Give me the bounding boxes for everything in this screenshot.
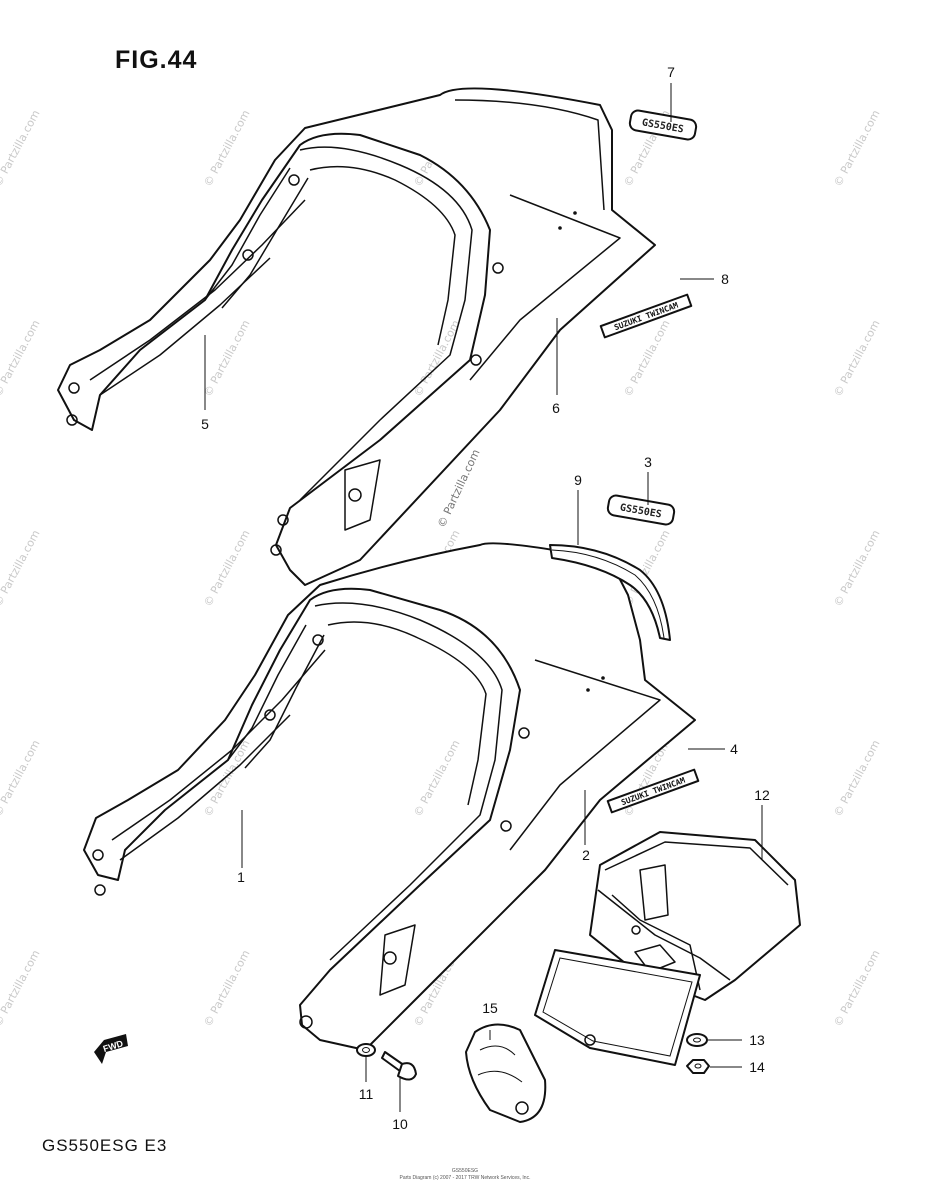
callout-7[interactable]: 7	[667, 64, 675, 80]
lower-tail-cowl	[83, 542, 696, 1051]
callout-9[interactable]: 9	[574, 472, 582, 488]
watermark-1-0: © Partzilla.com	[0, 318, 43, 399]
watermark-3-2: © Partzilla.com	[411, 738, 462, 819]
model-code: GS550ESG E3	[42, 1136, 168, 1155]
fwd-direction-marker: FWD	[94, 1034, 128, 1064]
callout-8[interactable]: 8	[721, 271, 729, 287]
callout-4[interactable]: 4	[730, 741, 738, 757]
svg-text:SUZUKI TWINCAM: SUZUKI TWINCAM	[620, 776, 687, 808]
watermark-4-4: © Partzilla.com	[831, 948, 882, 1029]
watermark-1-4: © Partzilla.com	[831, 318, 882, 399]
watermark-2-0: © Partzilla.com	[0, 528, 43, 609]
watermark-1-3: © Partzilla.com	[621, 318, 672, 399]
watermark-3-4: © Partzilla.com	[831, 738, 882, 819]
callout-6[interactable]: 6	[552, 400, 560, 416]
watermark-2-1: © Partzilla.com	[201, 528, 252, 609]
callout-12[interactable]: 12	[754, 787, 770, 803]
callout-5[interactable]: 5	[201, 416, 209, 432]
footer-copyright: Parts Diagram (c) 2007 - 2017 TRW Networ…	[399, 1175, 531, 1181]
reflector-part-15	[465, 1023, 547, 1123]
stripe-decal-part-8: SUZUKI TWINCAM	[599, 293, 693, 339]
watermark-3-0: © Partzilla.com	[0, 738, 43, 819]
callout-labels: 5 6 7 8 9 3 4 1 2 12 15 11 10 13 14	[201, 64, 770, 1132]
screw-part-10	[381, 1051, 417, 1081]
watermark-4-0: © Partzilla.com	[0, 948, 43, 1029]
callout-15[interactable]: 15	[482, 1000, 498, 1016]
figure-title: FIG.44	[115, 46, 198, 74]
washer-part-11	[356, 1043, 376, 1057]
callout-2[interactable]: 2	[582, 847, 590, 863]
callout-3[interactable]: 3	[644, 454, 652, 470]
nut-part-14	[686, 1059, 710, 1074]
washer-part-13	[686, 1033, 708, 1047]
emblem-part-7: GS550ES	[628, 109, 698, 141]
callout-10[interactable]: 10	[392, 1116, 408, 1132]
watermark-1-1: © Partzilla.com	[201, 318, 252, 399]
emblem-part-3: GS550ES	[606, 494, 676, 526]
tail-box-part-12	[534, 831, 801, 1066]
watermark-0-1: © Partzilla.com	[201, 108, 252, 189]
cushion-strip-part-9	[549, 544, 671, 641]
callout-1[interactable]: 1	[237, 869, 245, 885]
upper-tail-cowl	[57, 87, 656, 586]
watermark-2-4: © Partzilla.com	[831, 528, 882, 609]
watermark-0-0: © Partzilla.com	[0, 108, 43, 189]
leader-lines	[204, 83, 763, 1112]
callout-14[interactable]: 14	[749, 1059, 765, 1075]
watermark-0-4: © Partzilla.com	[831, 108, 882, 189]
footer-ref: GS550ESG	[451, 1168, 479, 1174]
callout-13[interactable]: 13	[749, 1032, 765, 1048]
callout-11[interactable]: 11	[359, 1086, 374, 1102]
watermark-4-1: © Partzilla.com	[201, 948, 252, 1029]
